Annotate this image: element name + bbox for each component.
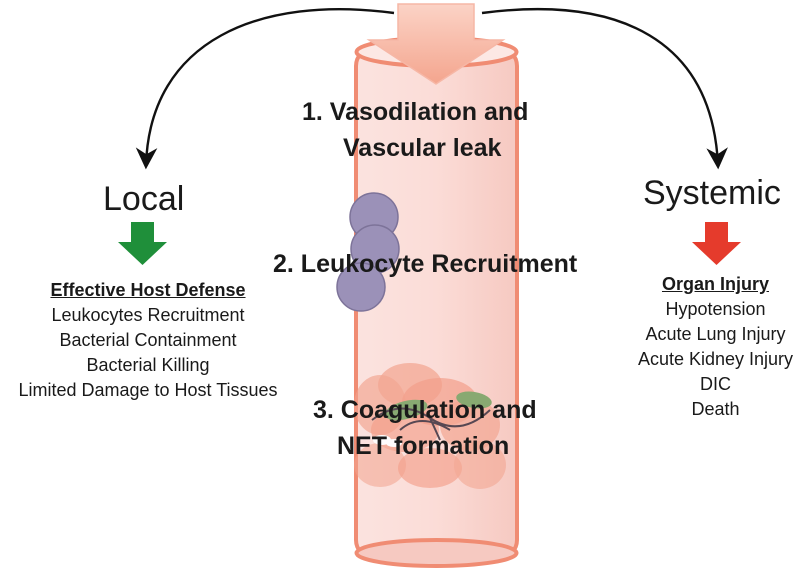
local-items: Leukocytes Recruitment Bacterial Contain… — [0, 303, 296, 403]
step1-line2: Vascular leak — [343, 134, 502, 162]
step3-label: 3. Coagulation and NET formation — [313, 392, 537, 464]
list-item: Death — [691, 399, 740, 419]
curved-arrow-systemic — [481, 8, 728, 170]
list-item: Acute Kidney Injury — [637, 349, 794, 369]
leukocyte-cluster — [336, 192, 400, 312]
systemic-column: Organ Injury Hypotension Acute Lung Inju… — [622, 274, 809, 422]
list-item: Leukocytes Recruitment — [51, 305, 245, 325]
systemic-items: Hypotension Acute Lung Injury Acute Kidn… — [622, 297, 809, 422]
step1-label: 1. Vasodilation and Vascular leak — [302, 94, 528, 166]
step3-line2: NET formation — [337, 432, 510, 460]
curved-arrow-local — [135, 8, 395, 170]
leukocyte — [336, 262, 386, 312]
list-item: Acute Lung Injury — [645, 324, 786, 344]
list-item: Bacterial Killing — [86, 355, 210, 375]
net-strands — [371, 407, 491, 441]
step3-line1: 3. Coagulation and — [313, 396, 537, 424]
platelet — [384, 399, 428, 421]
step1-line1: 1. Vasodilation and — [302, 98, 529, 126]
local-column: Effective Host Defense Leukocytes Recrui… — [0, 280, 296, 403]
clot-net-cluster — [354, 363, 506, 489]
down-arrow-systemic — [692, 222, 741, 265]
list-item: Limited Damage to Host Tissues — [18, 380, 278, 400]
systemic-heading: Systemic — [643, 174, 781, 212]
local-heading: Local — [103, 180, 185, 218]
systemic-list-title: Organ Injury — [661, 274, 769, 294]
list-item: Hypotension — [665, 299, 766, 319]
vasodilation-arrow — [366, 3, 506, 85]
platelet — [456, 391, 492, 409]
step2-label: 2. Leukocyte Recruitment — [273, 250, 578, 278]
list-item: DIC — [700, 374, 731, 394]
down-arrow-local — [118, 222, 167, 265]
list-item: Bacterial Containment — [59, 330, 237, 350]
local-list-title: Effective Host Defense — [50, 280, 246, 300]
